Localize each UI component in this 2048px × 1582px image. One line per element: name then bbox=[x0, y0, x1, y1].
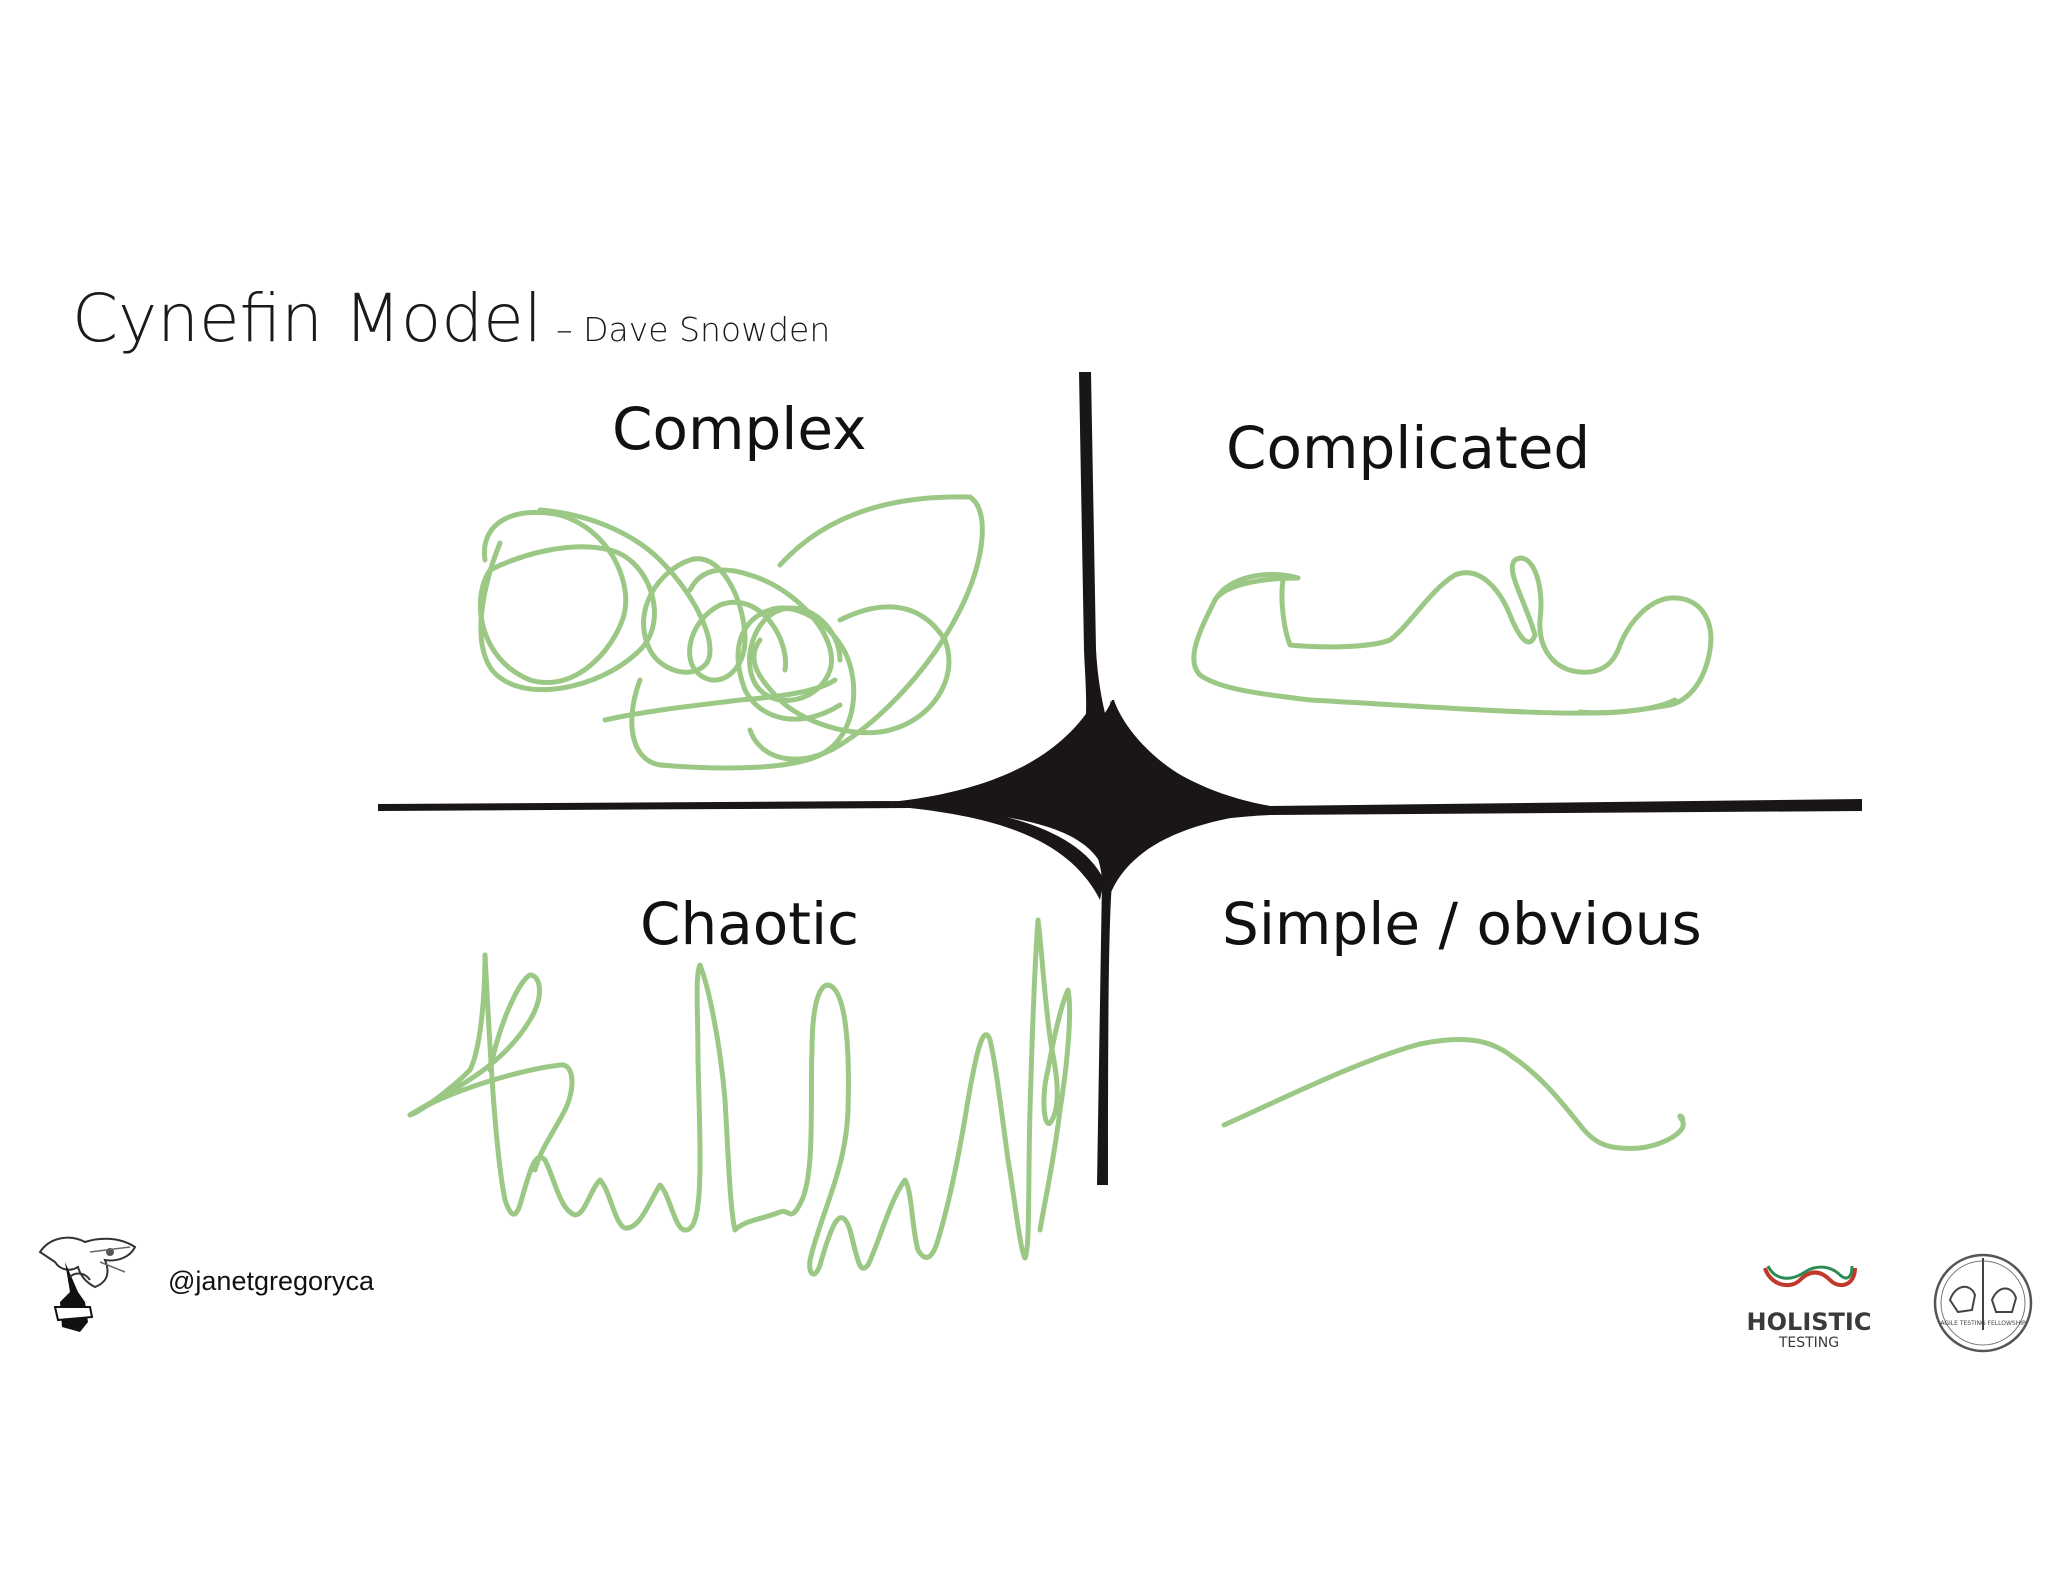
quadrant-label-simple: Simple / obvious bbox=[1222, 890, 1702, 958]
twitter-handle: @janetgregoryca bbox=[168, 1266, 375, 1296]
complex-scribble bbox=[477, 494, 985, 771]
vertical-axis bbox=[1065, 372, 1135, 1185]
fellowship-seal-text: AGILE TESTING FELLOWSHIP bbox=[1940, 1320, 2026, 1327]
holistic-logo-main-text: HOLISTIC bbox=[1747, 1308, 1872, 1336]
fellowship-seal-logo: AGILE TESTING FELLOWSHIP bbox=[1933, 1253, 2033, 1353]
holistic-testing-logo bbox=[1763, 1265, 1857, 1288]
center-curve-right bbox=[1110, 700, 1275, 815]
slide-title: Cynefin Model – Dave Snowden bbox=[72, 280, 830, 357]
quadrant-label-complicated: Complicated bbox=[1226, 414, 1591, 482]
quadrant-label-complex: Complex bbox=[612, 395, 867, 463]
title-main: Cynefin Model bbox=[72, 280, 543, 357]
quadrant-label-chaotic: Chaotic bbox=[640, 890, 860, 958]
center-curve-bottom-right bbox=[1108, 808, 1275, 900]
center-curve-left bbox=[900, 700, 1100, 808]
chaotic-scribble bbox=[407, 917, 1073, 1277]
complicated-scribble bbox=[1191, 555, 1714, 716]
center-curve-bottom-left bbox=[910, 804, 1104, 900]
cynefin-cross bbox=[378, 372, 1862, 1185]
holistic-logo-sub-text: TESTING bbox=[1778, 1335, 1839, 1351]
simple-scribble bbox=[1221, 1037, 1686, 1151]
knight-dragon-logo bbox=[38, 1236, 137, 1332]
title-subtitle: – Dave Snowden bbox=[556, 310, 831, 349]
